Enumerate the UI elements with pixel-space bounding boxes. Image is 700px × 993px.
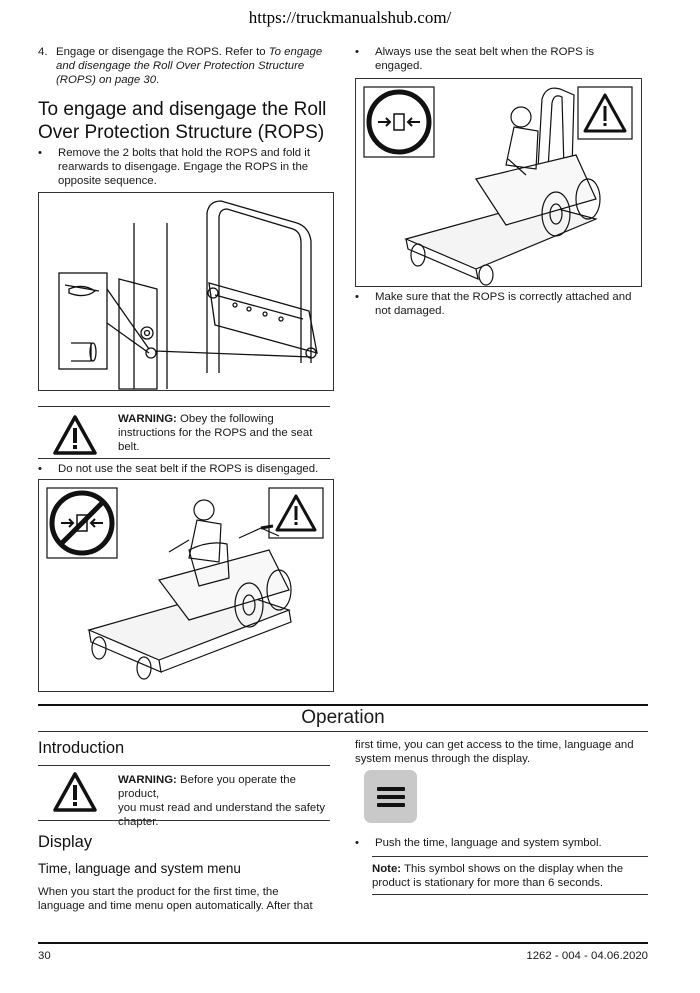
no-seatbelt-figure xyxy=(38,479,334,692)
intro-warning: WARNING: Before you operate the product,… xyxy=(118,774,326,828)
rops-bullet-1: • Remove the 2 bolts that hold the ROPS … xyxy=(38,147,311,187)
seatbelt-engaged-figure xyxy=(355,78,642,287)
no-seatbelt-sign-icon xyxy=(46,487,118,559)
warning-rops-seatbelt: WARNING: Obey the following instructions… xyxy=(118,413,313,453)
display-note: Note: This symbol shows on the display w… xyxy=(372,863,624,889)
warning-triangle-icon xyxy=(53,415,97,455)
warning-top-rule xyxy=(38,406,330,407)
use-seatbelt-sign-icon xyxy=(363,86,435,158)
seatbelt-bullet: • Always use the seat belt when the ROPS… xyxy=(355,46,595,72)
menu-symbol-button[interactable] xyxy=(364,770,417,823)
warning-sign-icon xyxy=(268,487,324,539)
introduction-heading: Introduction xyxy=(38,739,125,757)
display-heading: Display xyxy=(38,833,93,851)
rops-heading: To engage and disengage the Roll Over Pr… xyxy=(38,99,327,143)
note-bottom-rule xyxy=(372,894,648,895)
display-paragraph: When you start the product for the first… xyxy=(38,886,313,912)
section-rule-top xyxy=(38,704,648,706)
step-cross-reference[interactable]: To engage and disengage the Roll Over Pr… xyxy=(56,46,323,86)
step-text: Engage or disengage the ROPS. Refer to xyxy=(56,46,266,58)
time-language-system-heading: Time, language and system menu xyxy=(38,861,241,876)
intro-warning-bottom-rule xyxy=(38,820,330,821)
rops-attached-bullet: • Make sure that the ROPS is correctly a… xyxy=(355,291,632,317)
warning-bottom-rule xyxy=(38,458,330,459)
no-seatbelt-illustration xyxy=(46,487,324,680)
section-rule-bottom xyxy=(38,731,648,732)
warning-triangle-icon xyxy=(53,772,97,812)
note-top-rule xyxy=(372,856,648,857)
warning-sign-icon xyxy=(577,86,633,140)
section-title: Operation xyxy=(301,707,385,728)
document-id: 1262 - 004 - 04.06.2020 xyxy=(526,950,648,962)
page-number: 30 xyxy=(38,950,51,962)
step-number: 4. xyxy=(38,46,48,58)
footer-rule xyxy=(38,942,648,944)
rops-bolts-figure xyxy=(38,192,334,391)
display-paragraph-continued: first time, you can get access to the ti… xyxy=(355,739,634,765)
rops-bolts-illustration xyxy=(58,200,318,390)
header-url: https://truckmanualshub.com/ xyxy=(248,8,452,27)
intro-warning-top-rule xyxy=(38,765,330,766)
seatbelt-engaged-illustration xyxy=(363,86,633,286)
hamburger-menu-icon xyxy=(376,783,405,811)
